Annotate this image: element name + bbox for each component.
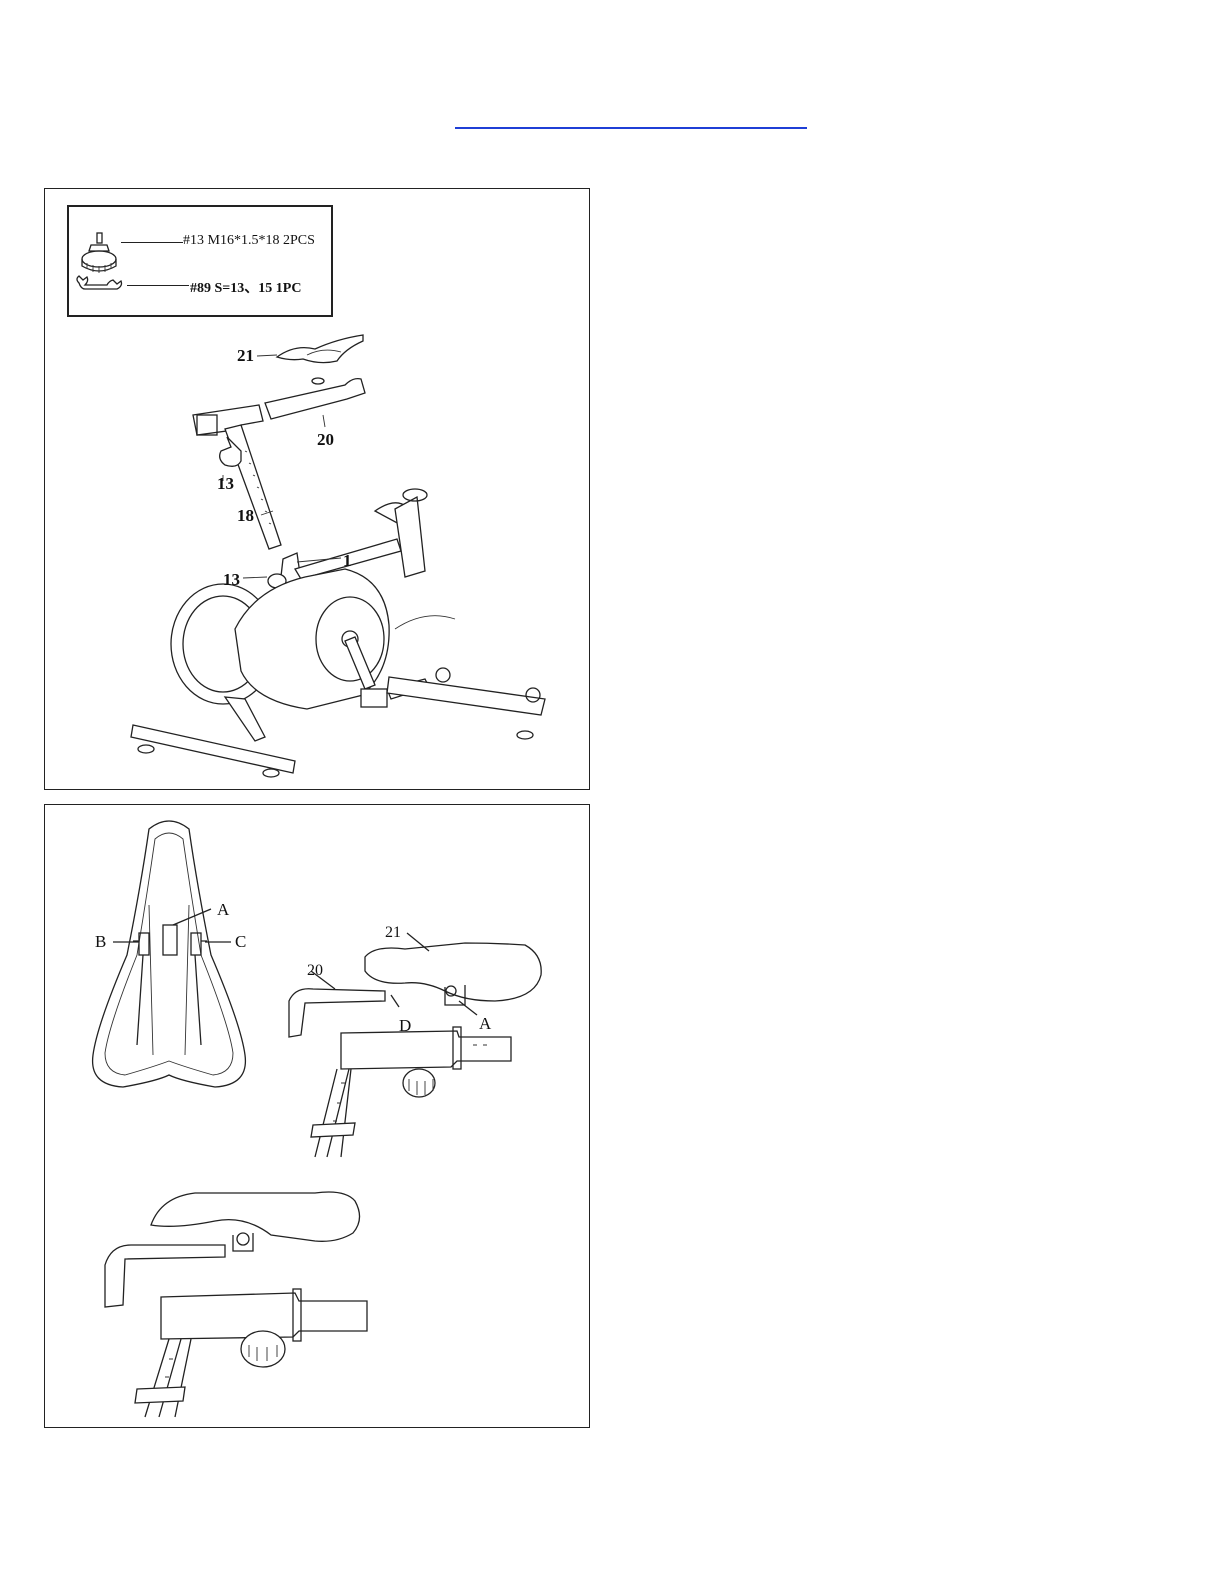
seat-side-view-lower [151, 1192, 360, 1241]
seat-detail-panel: A B C 21 20 D A [44, 804, 590, 1428]
handlebar-post-drawing [395, 497, 425, 577]
assembly-panel: #13 M16*1.5*18 2PCS #89 S=13、15 1PC [44, 188, 590, 790]
label-b: B [95, 933, 106, 950]
label-a-side: A [479, 1015, 491, 1032]
slider-side-view-upper [289, 989, 385, 1037]
bike-exploded-drawing [45, 189, 591, 791]
callout-seat-post: 18 [237, 507, 254, 524]
seat-detail-drawing [45, 805, 591, 1429]
label-d: D [399, 1017, 411, 1034]
rear-stabilizer-drawing [131, 725, 295, 773]
front-stabilizer-drawing [387, 677, 545, 715]
callout-knob-upper: 13 [217, 475, 234, 492]
seat-top-view [93, 821, 246, 1087]
header-link-underline[interactable] [455, 127, 807, 129]
seat-side-view-upper [365, 943, 541, 1001]
label-c: C [235, 933, 246, 950]
label-a-top: A [217, 901, 229, 918]
seat-drawing [277, 335, 363, 363]
slider-drawing [265, 379, 365, 419]
callout-seat: 21 [237, 347, 254, 364]
slider-bracket-upper [341, 1031, 511, 1069]
label-seat-21: 21 [385, 925, 401, 941]
callout-knob-lower: 13 [223, 571, 240, 588]
pedal-drawing [361, 689, 387, 707]
callout-slider: 20 [317, 431, 334, 448]
callout-frame: 1 [343, 552, 352, 569]
label-slider-20: 20 [307, 963, 323, 979]
